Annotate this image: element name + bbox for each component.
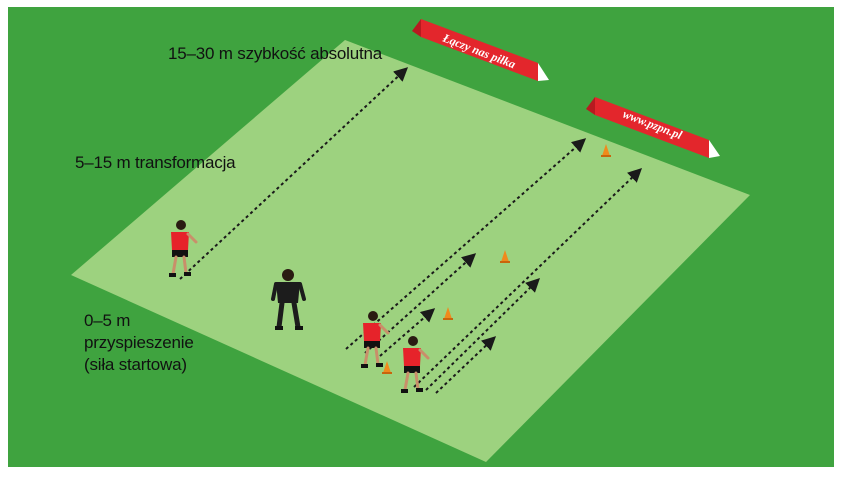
banner-sponsor-left: Łączy nas piłka — [412, 19, 549, 81]
zone-label-absolute-speed: 15–30 m szybkość absolutna — [168, 44, 383, 63]
cone-icon — [382, 361, 392, 374]
coach-icon — [271, 269, 306, 330]
zone-label-acceleration-line1: 0–5 m — [84, 311, 131, 330]
dashed-arrow-icon — [425, 278, 540, 391]
player-icon — [361, 311, 390, 368]
player-icon — [169, 220, 198, 277]
zone-label-acceleration: 0–5 m przyspieszenie (siła startowa) — [84, 310, 194, 376]
training-scene: Łączy nas piłka www.pzpn.pl — [71, 19, 750, 462]
dashed-arrow-icon — [364, 253, 477, 354]
dashed-arrow-icon — [435, 336, 497, 394]
zone-label-transformation: 5–15 m transformacja — [75, 153, 236, 172]
banner-left-text: Łączy nas piłka — [440, 30, 518, 71]
zone-label-acceleration-line2: przyspieszenie — [84, 333, 194, 352]
cone-icon — [601, 144, 611, 157]
player-icon — [401, 336, 430, 393]
zone-label-acceleration-line3: (siła startowa) — [84, 355, 187, 374]
cone-icon — [443, 307, 453, 320]
dashed-arrow-icon — [345, 138, 587, 350]
cone-icon — [500, 250, 510, 263]
